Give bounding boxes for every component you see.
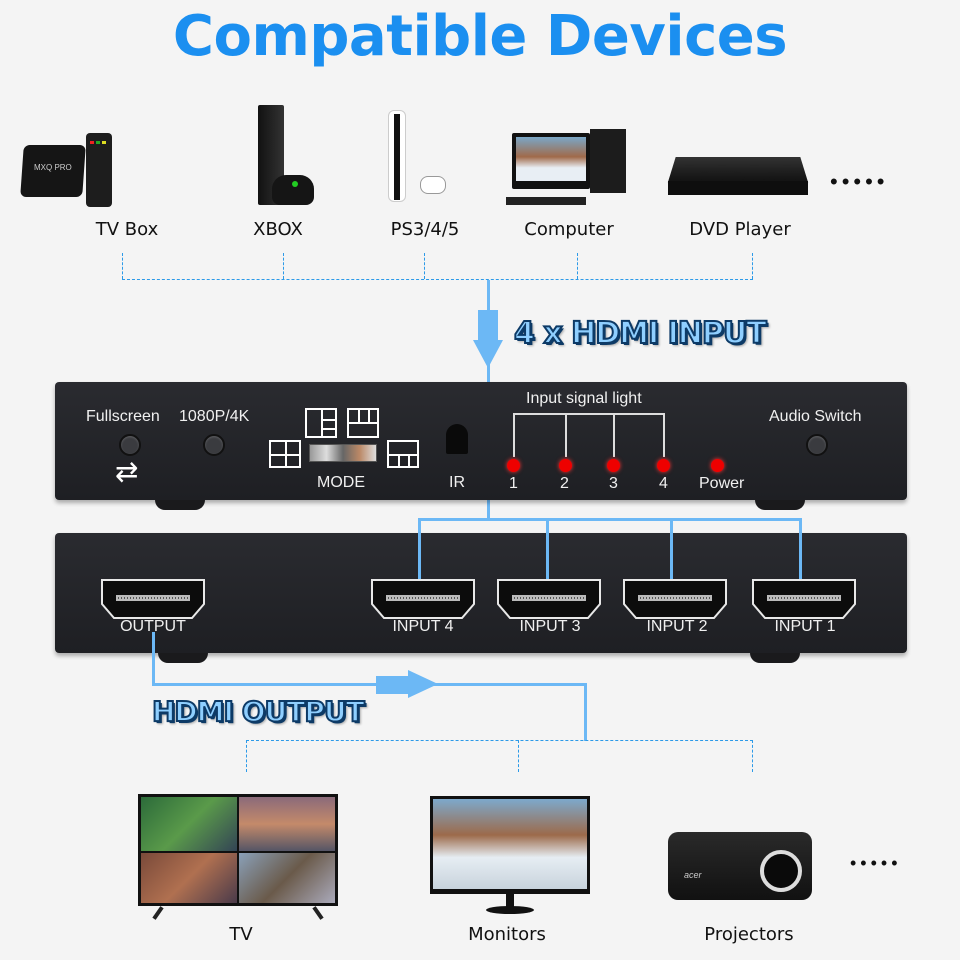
hdmi-port-output	[101, 579, 205, 619]
connector-line	[577, 253, 578, 279]
mode-label: MODE	[317, 474, 365, 491]
layout-1plus3-top-icon	[347, 408, 379, 438]
input-callout: 4 x HDMI INPUT	[513, 315, 768, 352]
bracket-line	[663, 413, 665, 457]
connector-line	[518, 740, 519, 772]
connector-line	[122, 253, 123, 279]
monitor-icon	[430, 796, 590, 916]
ir-label: IR	[449, 474, 465, 491]
output-callout: HDMI OUTPUT	[151, 694, 366, 729]
signal-light-label: Input signal light	[526, 390, 642, 407]
layout-1plus3-bottom-icon	[387, 440, 419, 468]
device-label-computer: Computer	[524, 219, 614, 240]
fullscreen-label: Fullscreen	[86, 408, 160, 425]
hdmi-port-input-2	[623, 579, 727, 619]
signal-line	[152, 632, 155, 685]
device-label-dvd: DVD Player	[689, 219, 791, 240]
cycle-arrows-icon: ⇄	[115, 456, 139, 487]
bracket-line	[513, 413, 665, 415]
panel-foot	[158, 653, 208, 663]
connector-line	[283, 253, 284, 279]
audio-switch-label: Audio Switch	[769, 408, 862, 425]
led-label: 2	[560, 475, 569, 492]
computer-icon	[506, 127, 630, 209]
more-devices-indicator: •••••	[830, 169, 889, 194]
bracket-line	[613, 413, 615, 457]
port-label-output: OUTPUT	[120, 618, 186, 635]
led-input-2	[559, 459, 572, 472]
led-power	[711, 459, 724, 472]
panel-foot	[750, 653, 800, 663]
led-label: 3	[609, 475, 618, 492]
ir-sensor-icon	[446, 424, 468, 454]
led-input-4	[657, 459, 670, 472]
page-title: Compatible Devices	[172, 4, 788, 69]
resolution-label: 1080P/4K	[179, 408, 250, 425]
connector-line	[752, 740, 753, 772]
connector-line	[424, 253, 425, 279]
bracket-line	[513, 413, 515, 457]
led-label: 1	[509, 475, 518, 492]
layout-quad-icon	[269, 440, 301, 468]
led-input-3	[607, 459, 620, 472]
port-label-input-3: INPUT 3	[519, 618, 581, 635]
port-label-input-2: INPUT 2	[646, 618, 708, 635]
device-label-monitors: Monitors	[468, 924, 546, 945]
arrow-down-icon	[473, 340, 503, 368]
signal-line	[418, 518, 802, 521]
arrow-right-icon	[408, 670, 438, 698]
tv-box-icon: MXQ PRO	[20, 133, 122, 207]
power-label: Power	[699, 475, 745, 492]
signal-line	[799, 533, 802, 581]
tv-icon	[138, 794, 338, 920]
connector-line	[122, 279, 753, 280]
device-label-ps: PS3/4/5	[390, 219, 460, 240]
connector-line	[246, 740, 247, 772]
arrow-down-icon	[478, 310, 498, 342]
signal-line	[152, 683, 586, 686]
fullscreen-button[interactable]	[119, 434, 141, 456]
layout-1plus2-icon	[305, 408, 337, 438]
signal-line	[418, 533, 421, 581]
port-label-input-4: INPUT 4	[392, 618, 454, 635]
device-label-xbox: XBOX	[253, 219, 303, 240]
led-input-1	[507, 459, 520, 472]
front-panel: Fullscreen ⇄ 1080P/4K MODE IR Input sign…	[55, 382, 907, 500]
connector-line	[752, 253, 753, 279]
hdmi-port-input-4	[371, 579, 475, 619]
playstation-icon	[384, 110, 446, 206]
signal-line	[546, 533, 549, 581]
mode-switch[interactable]	[309, 444, 377, 462]
hdmi-port-input-1	[752, 579, 856, 619]
device-label-tv: TV	[229, 924, 253, 945]
bracket-line	[565, 413, 567, 457]
connector-line	[246, 740, 753, 741]
panel-foot	[155, 500, 205, 510]
resolution-button[interactable]	[203, 434, 225, 456]
device-label-projectors: Projectors	[704, 924, 794, 945]
arrow-right-icon	[376, 676, 410, 694]
xbox-icon	[256, 105, 316, 211]
device-label-tv-box: TV Box	[95, 219, 159, 240]
signal-line	[670, 533, 673, 581]
signal-line	[584, 683, 587, 741]
led-label: 4	[659, 475, 668, 492]
dvd-player-icon	[667, 155, 809, 197]
audio-switch-button[interactable]	[806, 434, 828, 456]
hdmi-port-input-3	[497, 579, 601, 619]
projector-icon: acer	[668, 826, 812, 904]
panel-foot	[755, 500, 805, 510]
more-devices-indicator: •••••	[850, 853, 902, 873]
input-devices-row: MXQ PRO TV Box XBOX PS3/4/5 Computer DVD…	[0, 95, 960, 275]
port-label-input-1: INPUT 1	[774, 618, 836, 635]
